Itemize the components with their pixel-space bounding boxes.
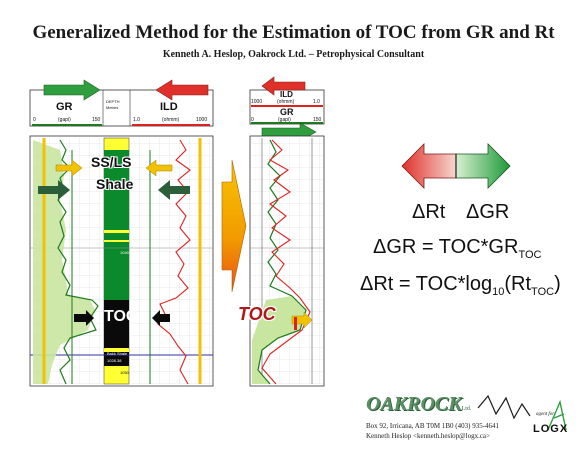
oakrock-wordmark: OAKROCK	[366, 393, 462, 415]
log2-ild-unit: (ohmm)	[277, 99, 295, 105]
eq2-subscript: TOC	[531, 286, 555, 298]
log2-gr-label: GR	[280, 107, 294, 117]
footer-address: Box 92, Irricana, AB T0M 1B0 (403) 935-4…	[366, 422, 500, 430]
logx-wave-icon	[477, 394, 531, 420]
oakrock-suffix: Ltd.	[461, 406, 472, 412]
log1-ild-label: ILD	[160, 101, 178, 113]
formation-label: Bakk Shale	[107, 351, 128, 356]
page-title: Generalized Method for the Estimation of…	[32, 22, 555, 43]
eq2-end: )	[554, 273, 561, 295]
equation-delta-gr: ΔGR = TOC*GRTOC	[373, 236, 541, 261]
log1-gr-label: GR	[56, 101, 73, 113]
agent-for-label: agent for:	[536, 412, 556, 417]
log2-ild-max: 1.0	[313, 99, 320, 105]
delta-gr-label: ΔGR	[466, 201, 510, 223]
oakrock-logo: OAKROCKLtd.	[366, 393, 471, 416]
log1-toc-label: TOC	[104, 308, 138, 325]
delta-double-arrow	[401, 143, 511, 189]
logx-logo: LOGX	[533, 423, 569, 435]
log1-header-frame	[29, 89, 214, 127]
toc-interval	[104, 300, 129, 348]
depth-mark-2: 1050	[120, 370, 129, 375]
log-panel-left	[29, 79, 214, 387]
log2-gr-max: 150	[313, 117, 322, 123]
log1-depth-label: DEPTH	[106, 99, 120, 104]
log2-toc-label: TOC	[238, 304, 276, 324]
lith-shale-label: Shale	[96, 176, 134, 192]
log2-gr-min: 0	[251, 117, 254, 123]
eq2-main: ΔRt = TOC*log	[360, 273, 493, 295]
shale-interval	[104, 150, 129, 300]
log1-gr-max: 150	[92, 117, 101, 123]
log1-depth-unit: Metres	[106, 105, 119, 110]
ild-curve	[157, 139, 191, 385]
log-panel-right	[249, 76, 325, 387]
ild-direction-arrow	[155, 79, 209, 101]
log1-ild-unit: (ohmm)	[162, 117, 180, 123]
formation-depth: 1028.38	[107, 358, 122, 363]
log1-ild-min: 1.0	[133, 117, 140, 123]
gr-direction-arrow	[43, 79, 101, 101]
equation-delta-rt: ΔRt = TOC*log10(RtTOC)	[360, 273, 561, 298]
depth-mark-1: 1040	[120, 250, 129, 255]
eq1-subscript: TOC	[518, 249, 542, 261]
eq1-main: ΔGR = TOC*GR	[373, 236, 519, 258]
transform-arrow	[221, 159, 247, 293]
log2-ild-label: ILD	[280, 90, 293, 99]
log1-ild-max: 1000	[196, 117, 208, 123]
eq2-log-base: 10	[492, 286, 505, 298]
log1-gr-unit: (gapi)	[58, 117, 71, 123]
log1-gr-min: 0	[33, 117, 36, 123]
log2-ild-min: 1000	[251, 99, 263, 105]
gr-curve	[57, 139, 99, 385]
delta-rt-label: ΔRt	[412, 201, 446, 223]
footer-contact: Kenneth Heslop <kenneth.heslop@logx.ca>	[366, 432, 490, 440]
eq2-mid: (Rt	[504, 273, 532, 295]
log2-gr-unit: (gapi)	[278, 117, 291, 123]
lith-ss-ls-label: SS/LS	[91, 154, 132, 170]
page-subtitle: Kenneth A. Heslop, Oakrock Ltd. – Petrop…	[162, 49, 425, 60]
